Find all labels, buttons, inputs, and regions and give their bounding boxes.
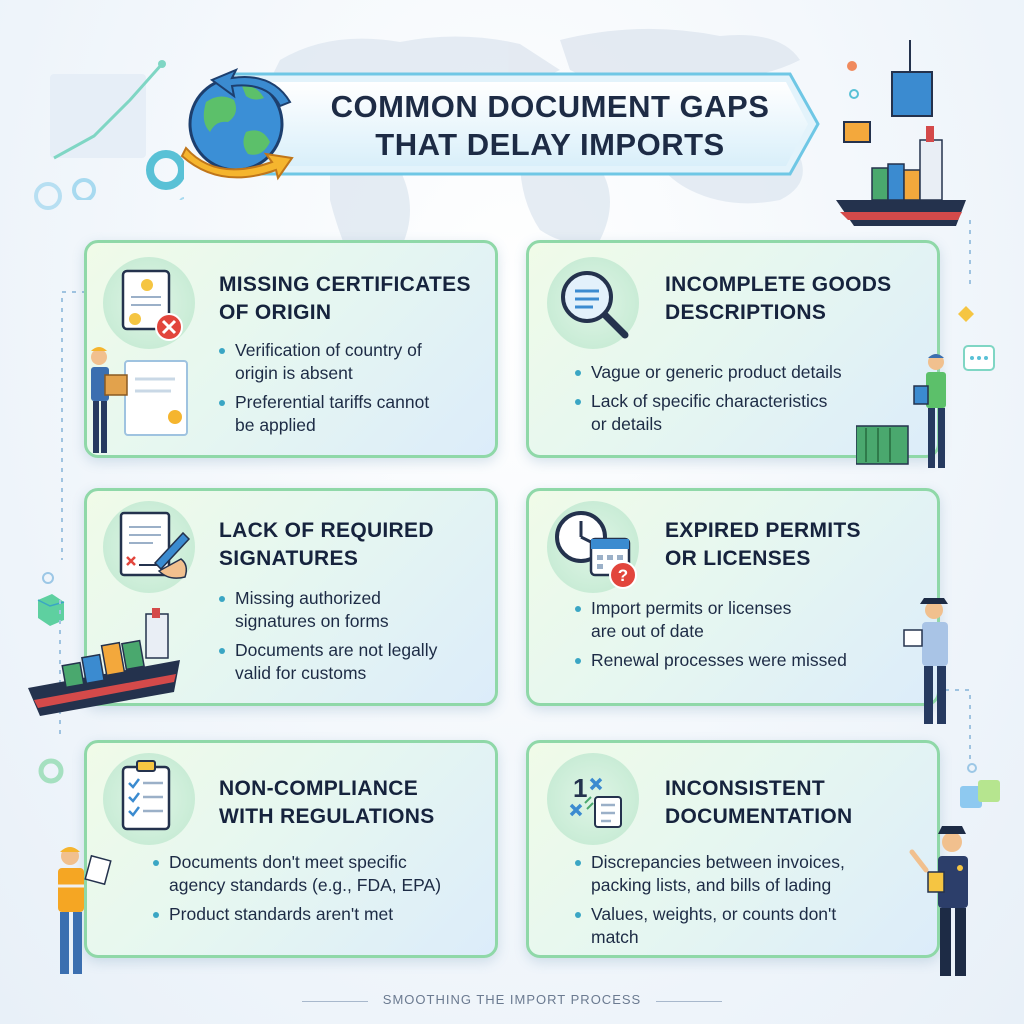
card-title: INCONSISTENT DOCUMENTATION bbox=[665, 775, 852, 831]
card-bullets: Vague or generic product details Lack of… bbox=[575, 361, 842, 442]
page-title: COMMON DOCUMENT GAPS THAT DELAY IMPORTS bbox=[300, 88, 800, 164]
ring-decoration-icon bbox=[34, 182, 62, 210]
card-title-line: WITH REGULATIONS bbox=[219, 805, 435, 828]
card-expired-permits: ? EXPIRED PERMITS OR LICENSES Import per… bbox=[526, 488, 940, 706]
card-title-line: INCONSISTENT bbox=[665, 777, 825, 800]
title-line-1: COMMON DOCUMENT GAPS bbox=[330, 89, 770, 124]
card-title-line: NON-COMPLIANCE bbox=[219, 777, 419, 800]
question-mark-glyph: ? bbox=[618, 566, 628, 585]
footer-divider-right bbox=[656, 1001, 722, 1002]
card-title-line: MISSING CERTIFICATES bbox=[219, 273, 471, 296]
title-line-2: THAT DELAY IMPORTS bbox=[375, 127, 725, 162]
card-title-line: DESCRIPTIONS bbox=[665, 301, 827, 324]
card-title-line: LACK OF REQUIRED bbox=[219, 519, 434, 542]
card-bullets: Discrepancies between invoices,packing l… bbox=[575, 851, 845, 955]
bullet-item: Renewal processes were missed bbox=[575, 649, 847, 672]
police-officer-icon bbox=[909, 826, 968, 976]
footer-tagline: SMOOTHING THE IMPORT PROCESS bbox=[382, 992, 642, 1007]
clock-calendar-icon: ? bbox=[547, 501, 639, 593]
magnifier-icon bbox=[547, 257, 639, 349]
card-title-line: INCOMPLETE GOODS bbox=[665, 273, 892, 296]
card-title: NON-COMPLIANCE WITH REGULATIONS bbox=[219, 775, 435, 831]
comparison-icon: 1 bbox=[547, 753, 639, 845]
chat-bubble-icon bbox=[958, 306, 995, 371]
card-title: INCOMPLETE GOODS DESCRIPTIONS bbox=[665, 271, 891, 327]
bullet-item: Discrepancies between invoices,packing l… bbox=[575, 851, 845, 897]
card-title: LACK OF REQUIRED SIGNATURES bbox=[219, 517, 434, 573]
checklist-icon bbox=[103, 753, 195, 845]
card-title: EXPIRED PERMITS OR LICENSES bbox=[665, 517, 861, 573]
card-title-line: EXPIRED PERMITS bbox=[665, 519, 861, 542]
chart-decoration-icon bbox=[50, 60, 184, 200]
cargo-ship-left-icon bbox=[28, 608, 180, 716]
ring-small-icon bbox=[38, 758, 64, 784]
card-title: MISSING CERTIFICATES OF ORIGIN bbox=[219, 271, 471, 327]
bullet-item: Product standards aren't met bbox=[153, 903, 441, 926]
customs-officer-icon bbox=[903, 598, 948, 724]
card-inconsistent-documentation: 1 INCONSISTENT DOCUMENTATION Discrepanci… bbox=[526, 740, 940, 958]
cargo-ship-icon bbox=[836, 40, 966, 226]
card-title-line: OF ORIGIN bbox=[219, 301, 332, 324]
signature-icon bbox=[103, 501, 195, 593]
bullet-item: Vague or generic product details bbox=[575, 361, 842, 384]
card-missing-certificates: MISSING CERTIFICATES OF ORIGIN Verificat… bbox=[84, 240, 498, 458]
title-banner: COMMON DOCUMENT GAPS THAT DELAY IMPORTS bbox=[190, 68, 822, 180]
certificate-icon bbox=[103, 257, 195, 349]
number-one-glyph: 1 bbox=[573, 773, 587, 803]
worker-with-clipboard-icon bbox=[58, 847, 112, 974]
footer-divider-left bbox=[302, 1001, 368, 1002]
inspector-with-tablet-icon bbox=[856, 354, 946, 468]
blocks-decoration-icon bbox=[960, 763, 1000, 808]
card-non-compliance: NON-COMPLIANCE WITH REGULATIONS Document… bbox=[84, 740, 498, 958]
worker-with-box-icon bbox=[91, 347, 188, 453]
card-title-line: OR LICENSES bbox=[665, 547, 811, 570]
card-title-line: SIGNATURES bbox=[219, 547, 359, 570]
card-title-line: DOCUMENTATION bbox=[665, 805, 853, 828]
globe-icon bbox=[180, 68, 294, 181]
card-incomplete-descriptions: INCOMPLETE GOODS DESCRIPTIONS Vague or g… bbox=[526, 240, 940, 458]
